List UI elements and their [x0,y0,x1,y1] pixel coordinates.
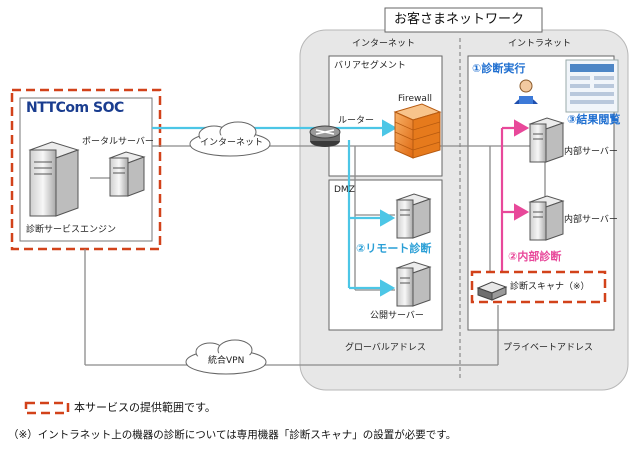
private-address-label: プライベートアドレス [503,343,594,353]
public-server-icon [395,261,432,307]
scanner-icon [476,281,508,301]
provider-scope-box [10,88,162,251]
internal-server-2-icon [528,195,565,241]
engine-label: 診断サービスエンジン [26,225,117,235]
step2-internal-label: ②内部診断 [508,250,562,263]
internal-server-label-2: 内部サーバー [564,215,618,225]
dmz-label: DMZ [334,185,355,195]
engine-server-icon [28,141,80,217]
public-server-label: 公開サーバー [370,311,424,321]
monitor-icon [565,59,619,113]
internal-server-label-1: 内部サーバー [564,147,618,157]
legend-note-text: （※）イントラネット上の機器の診断については専用機器「診断スキャナ」の設置が必要… [8,429,457,441]
internet-zone-label: インターネット [352,39,416,49]
internet-cloud-label: インターネット [200,138,264,148]
portal-server-label: ポータルサーバー [82,137,154,147]
provider-logo: NTTCom SOC [26,100,124,116]
internet-cloud-icon [189,121,271,157]
vpn-cloud-icon [185,339,267,375]
vpn-cloud-label: 統合VPN [208,356,245,366]
internal-server-1-icon [528,117,565,163]
intranet-zone-label: イントラネット [508,39,572,49]
legend-scope-text: 本サービスの提供範囲です。 [74,401,216,414]
firewall-label: Firewall [398,94,432,104]
global-address-label: グローバルアドレス [345,343,426,353]
legend-dashed-swatch [24,401,70,415]
step3-label: ③結果閲覧 [567,113,621,126]
customer-network-title: お客さまネットワーク [394,12,525,27]
router-icon [309,125,341,147]
router-label: ルーター [338,116,375,126]
step2-remote-label: ②リモート診断 [356,242,432,255]
firewall-icon [393,103,442,159]
scanner-label: 診断スキャナ（※） [510,282,590,292]
portal-server-icon [108,151,146,197]
barrier-segment-label: バリアセグメント [334,61,406,71]
dmz-server-1-icon [395,193,432,239]
user-icon [514,79,538,104]
customer-network-title-box [384,7,543,33]
step1-label: ①診断実行 [472,62,526,75]
